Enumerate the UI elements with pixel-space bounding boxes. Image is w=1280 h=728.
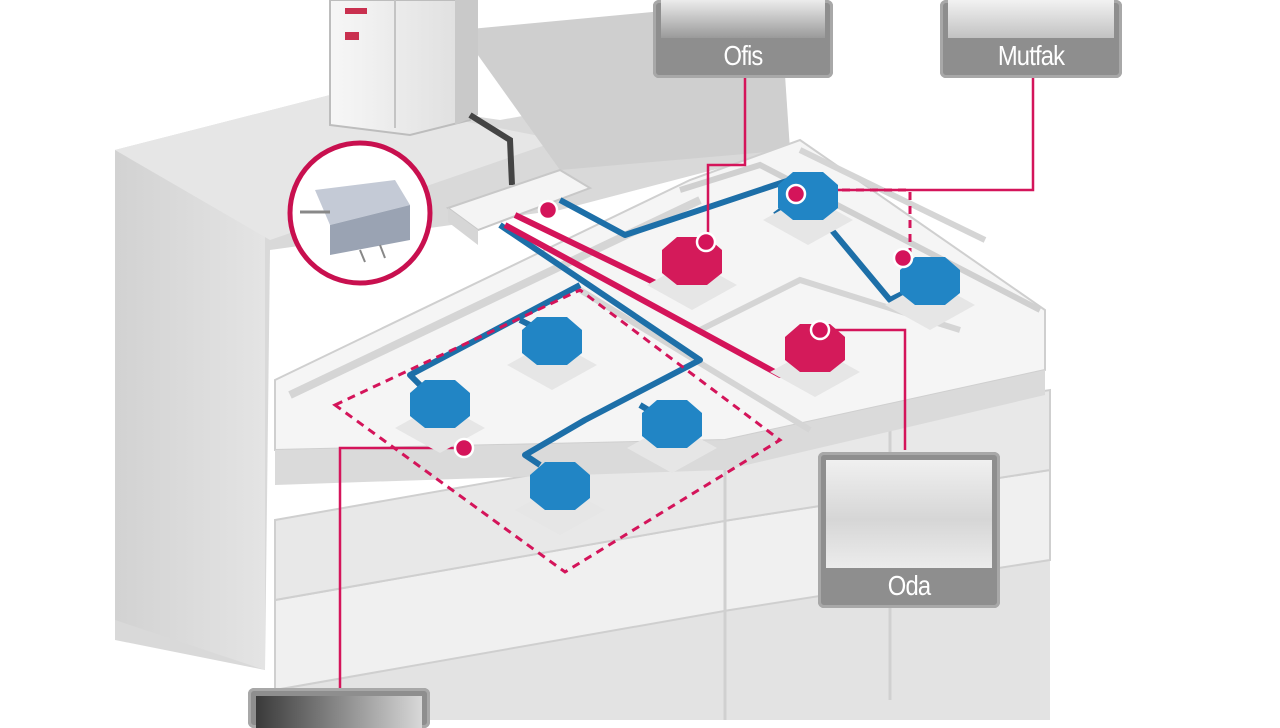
cooling-units — [395, 172, 975, 535]
room-label: Oda — [887, 570, 931, 601]
distribution-box — [445, 168, 593, 245]
kitchen-photo — [948, 0, 1114, 38]
room-card-office: Ofis — [653, 0, 833, 78]
indoor-unit-red — [770, 324, 860, 397]
bottom-room-photo — [256, 696, 422, 728]
indoor-unit-blue — [507, 317, 597, 390]
indoor-unit-blue — [885, 257, 975, 330]
room-card-kitchen: Mutfak — [940, 0, 1122, 78]
indoor-unit-blue — [515, 462, 605, 535]
room-photo — [826, 460, 992, 568]
zone-outlines — [332, 188, 912, 574]
office-photo — [661, 0, 825, 38]
indoor-unit-blue — [763, 172, 853, 245]
heating-units — [647, 237, 860, 397]
room-card-room: Oda — [818, 452, 1000, 608]
office-label: Ofis — [723, 40, 764, 71]
indoor-unit-blue — [627, 400, 717, 473]
kitchen-label: Mutfak — [997, 40, 1065, 71]
outdoor-unit — [329, 0, 515, 186]
room-card-bottom — [248, 688, 430, 728]
controller-dots — [453, 183, 914, 459]
branch-box-zoom — [287, 140, 433, 286]
